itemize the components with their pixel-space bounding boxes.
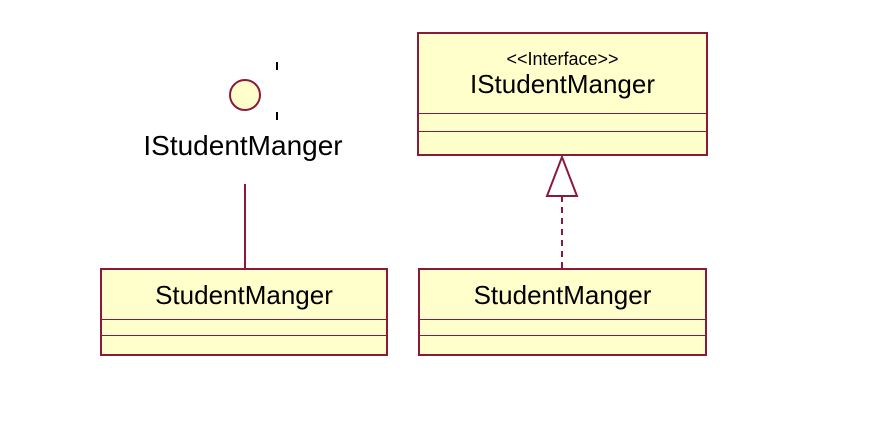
- interface-stereotype: <<Interface>>: [506, 48, 619, 69]
- interface-lollipop-icon: [229, 79, 261, 111]
- lollipop-interface-label: IStudentManger: [143, 130, 343, 161]
- interface-name: IStudentManger: [469, 68, 655, 99]
- student-manger-class-right[interactable]: StudentManger: [418, 268, 707, 356]
- class-name: StudentManger: [155, 279, 333, 310]
- class-name-compartment: StudentManger: [420, 270, 705, 320]
- class-name-compartment: StudentManger: [102, 270, 386, 320]
- interface-name-compartment: <<Interface>> IStudentManger: [419, 34, 706, 114]
- operations-compartment: [102, 336, 386, 354]
- student-manger-class-left[interactable]: StudentManger: [100, 268, 388, 356]
- class-name: StudentManger: [473, 279, 652, 310]
- operations-compartment: [420, 336, 705, 354]
- istudent-manger-interface-box[interactable]: <<Interface>> IStudentManger: [417, 32, 708, 156]
- realization-arrowhead-icon: [545, 154, 579, 197]
- interface-operations-compartment: [419, 132, 706, 154]
- interface-attributes-compartment: [419, 114, 706, 132]
- attributes-compartment: [420, 320, 705, 336]
- attributes-compartment: [102, 320, 386, 336]
